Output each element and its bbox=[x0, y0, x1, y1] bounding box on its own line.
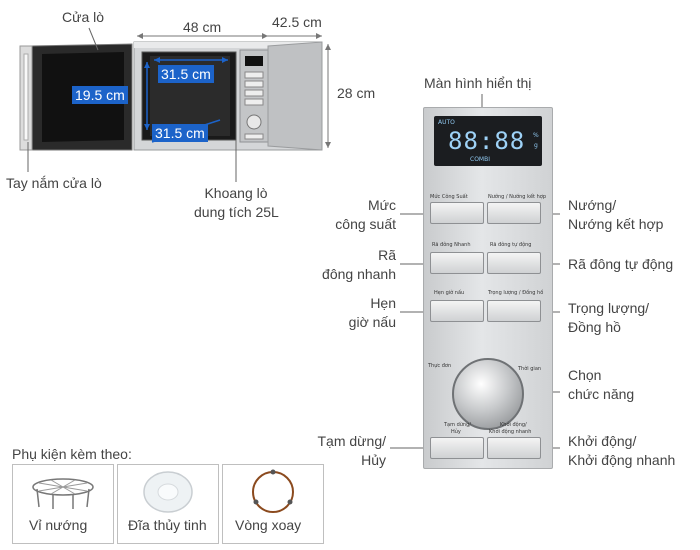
button-text-auto-defrost: Rã đông tự động bbox=[490, 242, 532, 248]
glass-plate-icon bbox=[143, 471, 193, 513]
quick-defrost-button[interactable] bbox=[430, 252, 484, 274]
power-level-label: Mức công suất bbox=[335, 197, 396, 232]
door-handle-label: Tay nắm cửa lò bbox=[6, 175, 102, 191]
grill-rack-icon bbox=[32, 478, 94, 509]
door-label: Cửa lò bbox=[62, 9, 105, 25]
button-text-weight: Trọng lượng / Đồng hồ bbox=[488, 290, 544, 296]
function-knob[interactable] bbox=[452, 358, 524, 430]
display-bottom: COMBI bbox=[470, 156, 490, 163]
button-text-start-l1: Khởi động/ bbox=[500, 422, 527, 428]
knob-left-text: Thực đơn bbox=[428, 363, 452, 369]
display-percent: % bbox=[533, 132, 539, 139]
accessory-glass-plate: Đĩa thủy tinh bbox=[117, 464, 219, 544]
height-dimension: 28 cm bbox=[337, 85, 376, 101]
display-label: Màn hình hiển thị bbox=[424, 75, 532, 91]
button-text-grill: Nướng / Nướng kết hợp bbox=[488, 194, 546, 200]
display-mode: AUTO bbox=[438, 119, 455, 126]
display-unit: g bbox=[534, 142, 538, 149]
button-text-start-l2: Khởi động nhanh bbox=[489, 429, 532, 435]
display-digits: 88:88 bbox=[448, 127, 526, 155]
cavity-width-label: 31.5 cm bbox=[158, 65, 214, 83]
accessories-title: Phụ kiện kèm theo: bbox=[12, 446, 132, 462]
weight-clock-label: Trọng lượng/ Đồng hồ bbox=[568, 300, 650, 335]
start-label: Khởi động/ Khởi động nhanh bbox=[568, 433, 676, 468]
start-button[interactable] bbox=[487, 437, 541, 459]
power-level-button[interactable] bbox=[430, 202, 484, 224]
button-text-power: Mức Công Suất bbox=[430, 194, 468, 200]
button-text-pause-l1: Tạm dừng/ bbox=[444, 422, 471, 428]
grill-label: Nướng/ Nướng kết hợp bbox=[568, 197, 664, 232]
cavity-height-label: 19.5 cm bbox=[72, 86, 128, 104]
select-function-label: Chọn chức năng bbox=[568, 367, 635, 402]
timer-button[interactable] bbox=[430, 300, 484, 322]
button-text-pause-l2: Hủy bbox=[451, 429, 461, 435]
accessory-turntable-ring: Vòng xoay bbox=[222, 464, 324, 544]
grill-button[interactable] bbox=[487, 202, 541, 224]
quick-defrost-label: Rã đông nhanh bbox=[322, 247, 396, 282]
button-text-timer: Hẹn giờ nấu bbox=[434, 290, 465, 296]
accessory-label-ring: Vòng xoay bbox=[235, 517, 302, 533]
width-dimension: 48 cm bbox=[183, 19, 222, 35]
button-text-quick-defrost: Rã đông Nhanh bbox=[432, 242, 471, 248]
depth-dimension: 42.5 cm bbox=[272, 14, 322, 30]
auto-defrost-button[interactable] bbox=[487, 252, 541, 274]
knob-right-text: Thời gian bbox=[518, 366, 542, 372]
weight-clock-button[interactable] bbox=[487, 300, 541, 322]
accessory-label-plate: Đĩa thủy tinh bbox=[128, 517, 207, 533]
cavity-label: Khoang lò dung tích 25L bbox=[194, 185, 279, 220]
turntable-ring-icon bbox=[252, 469, 294, 513]
auto-defrost-label: Rã đông tự động bbox=[568, 256, 674, 272]
cavity-depth-label: 31.5 cm bbox=[152, 124, 208, 142]
timer-label: Hẹn giờ nấu bbox=[348, 295, 396, 330]
display-screen: AUTO 88:88 % g COMBI bbox=[434, 116, 542, 166]
accessory-label-rack: Vỉ nướng bbox=[29, 517, 88, 533]
pause-cancel-button[interactable] bbox=[430, 437, 484, 459]
accessory-grill-rack: Vỉ nướng bbox=[12, 464, 114, 544]
pause-cancel-label: Tạm dừng/ Hủy bbox=[317, 433, 386, 468]
